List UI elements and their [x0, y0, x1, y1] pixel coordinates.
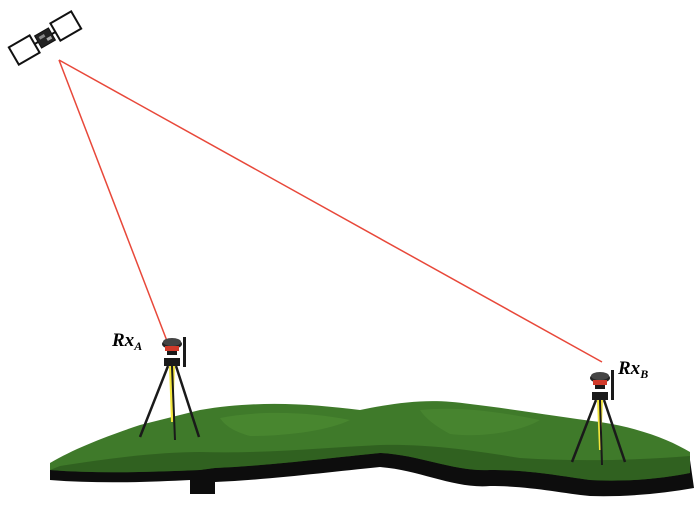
- gnss-tripod-icon: [570, 370, 627, 466]
- receiver-a-label: RxA: [112, 330, 142, 354]
- signal-paths: [58, 59, 603, 363]
- terrain-shade: [50, 444, 690, 481]
- signal-line-a: [58, 59, 168, 342]
- receiver-b-subscript: B: [640, 367, 649, 381]
- gnss-tripod-icon: [138, 337, 201, 441]
- terrain-ridge-highlight-2: [420, 408, 540, 436]
- receiver-b-label: RxB: [618, 358, 648, 382]
- terrain-ridge-highlight: [220, 412, 350, 436]
- signal-line-b: [58, 59, 603, 363]
- receiver-a-subscript: A: [134, 339, 143, 353]
- receiver-b-main: Rx: [618, 358, 641, 379]
- terrain: [50, 401, 694, 497]
- receiver-a-main: Rx: [112, 330, 135, 351]
- satellite-icon: [7, 9, 83, 67]
